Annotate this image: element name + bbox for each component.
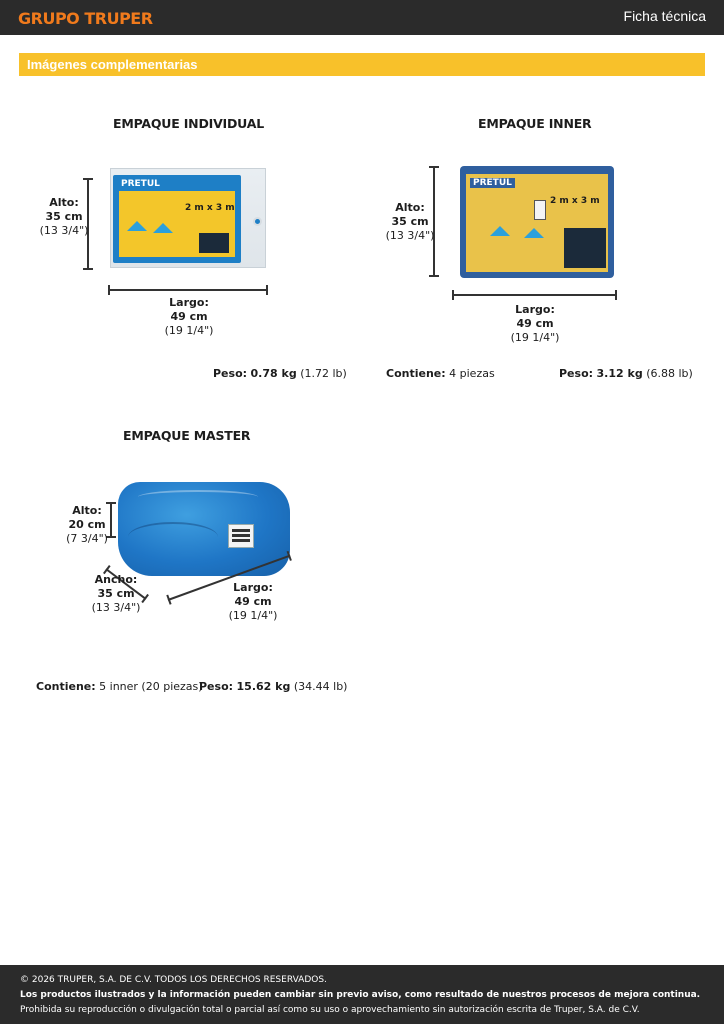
footer-prohibition: Prohibida su reproducción o divulgación … (20, 1005, 640, 1015)
inner-contiene: Contiene: 4 piezas (386, 367, 495, 380)
inner-largo-line (452, 290, 617, 300)
master-label-icon (228, 524, 254, 548)
grommet-icon (253, 217, 262, 226)
individual-largo: Largo: 49 cm (19 1/4") (164, 296, 214, 337)
individual-alto: Alto: 35 cm (13 3/4") (39, 196, 89, 237)
inner-heading: EMPAQUE INNER (478, 116, 592, 131)
master-package-image (118, 482, 290, 576)
individual-package-card: PRETUL 2 m x 3 m (113, 175, 241, 263)
master-heading: EMPAQUE MASTER (123, 428, 251, 443)
inner-package-card: PRETUL 2 m x 3 m (460, 166, 614, 278)
barcode-icon (534, 200, 546, 220)
master-alto: Alto: 20 cm (7 3/4") (66, 504, 108, 545)
brand-logo: GRUPO TRUPER (18, 9, 153, 28)
master-alto-line (106, 502, 116, 538)
individual-package-image: PRETUL 2 m x 3 m (110, 168, 266, 268)
individual-package-size: 2 m x 3 m (185, 203, 235, 213)
master-ancho: Ancho: 35 cm (13 3/4") (91, 573, 141, 614)
inner-alto-line (429, 166, 439, 277)
master-contiene: Contiene: 5 inner (20 piezas) (36, 680, 203, 693)
individual-largo-line (108, 285, 268, 295)
inner-alto: Alto: 35 cm (13 3/4") (385, 201, 435, 242)
individual-peso: Peso: 0.78 kg (1.72 lb) (213, 367, 347, 380)
master-largo: Largo: 49 cm (19 1/4") (228, 581, 278, 622)
master-bundle (118, 482, 290, 576)
master-peso: Peso: 15.62 kg (34.44 lb) (199, 680, 348, 693)
individual-package-logo: PRETUL (121, 179, 160, 189)
inner-package-logo: PRETUL (470, 178, 515, 188)
individual-alto-line (83, 178, 93, 270)
top-bar: GRUPO TRUPER Ficha técnica (0, 0, 724, 35)
section-bar: Imágenes complementarias (19, 53, 705, 76)
footer-copyright: © 2026 TRUPER, S.A. DE C.V. TODOS LOS DE… (20, 975, 327, 985)
individual-heading: EMPAQUE INDIVIDUAL (113, 116, 264, 131)
inner-package-image: PRETUL 2 m x 3 m (460, 166, 614, 278)
inner-largo: Largo: 49 cm (19 1/4") (510, 303, 560, 344)
inner-peso: Peso: 3.12 kg (6.88 lb) (559, 367, 693, 380)
footer: © 2026 TRUPER, S.A. DE C.V. TODOS LOS DE… (0, 965, 724, 1024)
footer-notice: Los productos ilustrados y la informació… (20, 990, 701, 1000)
section-title: Imágenes complementarias (27, 57, 198, 72)
document-type: Ficha técnica (623, 8, 706, 24)
inner-package-size: 2 m x 3 m (550, 196, 600, 206)
